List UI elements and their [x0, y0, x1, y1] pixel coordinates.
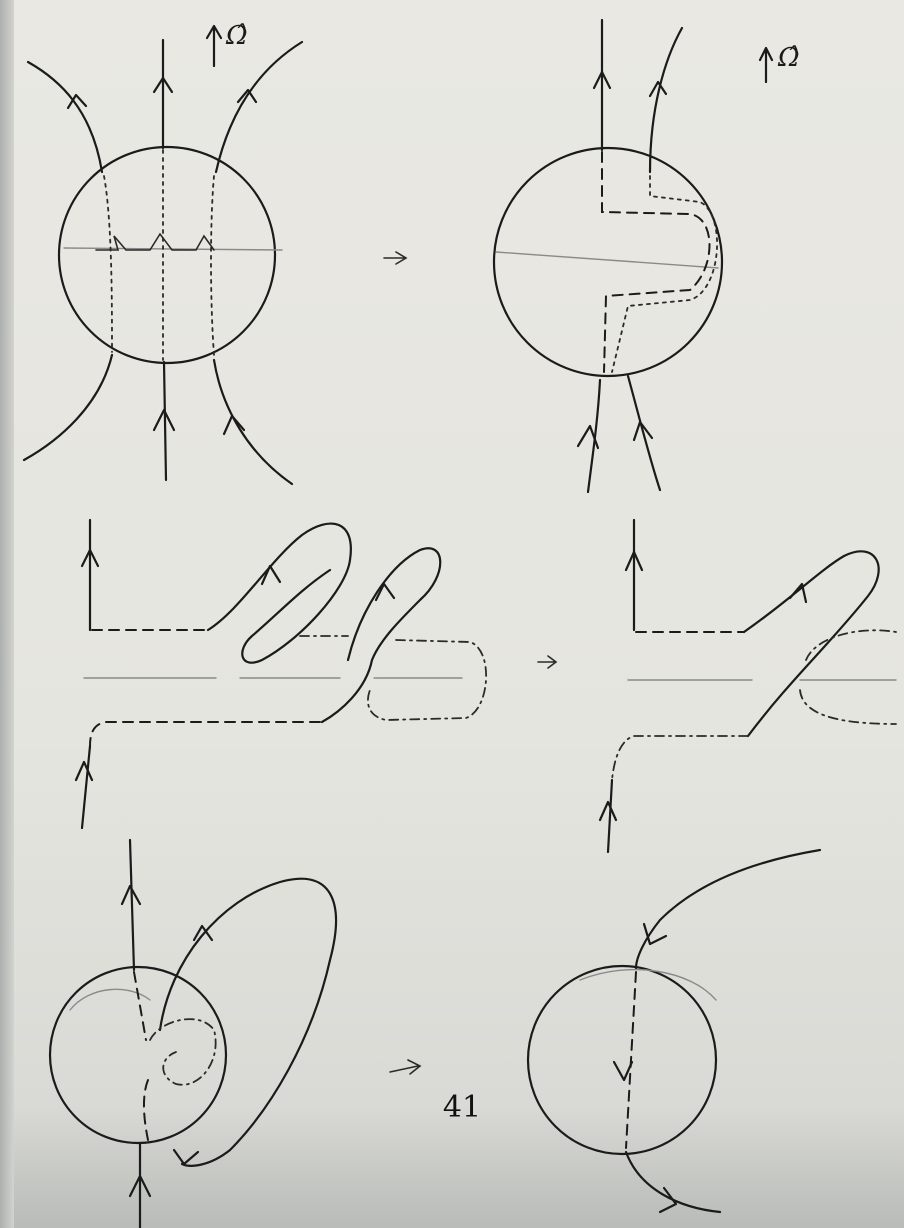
field-line-right-bottom: [214, 360, 292, 484]
sphere-outline: [59, 147, 275, 363]
arrowhead-icon: [660, 1188, 676, 1212]
inner-arrow-icon: [96, 234, 214, 250]
field-line-left-bottom: [24, 355, 112, 460]
loop-one: [208, 524, 351, 663]
field-line-dashed: [134, 972, 146, 1040]
rotation-label: Ω̂: [225, 21, 248, 51]
field-line-up: [82, 746, 90, 828]
sphere-outline: [494, 148, 722, 376]
rotation-arrow-icon: [760, 48, 772, 82]
step-arrow-icon: [390, 1060, 420, 1074]
rotation-arrow-icon: [207, 26, 221, 66]
field-line-left-inside: [104, 176, 112, 352]
loop-dotted: [368, 640, 486, 720]
inner-pencil-arc: [580, 970, 716, 1000]
panel-sphere-field-before: Ω̂: [24, 21, 302, 484]
arrowhead-icon: [600, 802, 616, 820]
panel-sphere-loop-after: [528, 850, 820, 1212]
loop-dotted: [800, 690, 896, 724]
field-line-right-inside: [211, 176, 214, 355]
field-line-inner-top: [650, 28, 682, 172]
field-line-center-bottom: [164, 362, 166, 480]
arrowhead-icon: [790, 584, 806, 602]
panel-sphere-loop-before: [50, 840, 336, 1228]
field-line-up: [608, 780, 612, 852]
panel-loops-before: [76, 520, 486, 828]
field-line-up: [130, 840, 134, 970]
sphere-outline: [528, 966, 716, 1154]
inner-knot: [150, 1019, 216, 1085]
field-line-inner-dotted: [612, 176, 717, 372]
step-arrow-icon: [538, 656, 556, 668]
field-line-left-top: [28, 62, 102, 172]
field-line-incoming: [636, 850, 820, 968]
panel-loops-after: [600, 520, 896, 852]
rotation-label: Ω̂: [777, 43, 800, 73]
loop-dotted: [806, 630, 896, 660]
arrowhead-icon: [262, 566, 280, 584]
panel-sphere-field-after: Ω̂: [494, 20, 800, 492]
field-line-right-top: [216, 42, 302, 172]
field-line-inner-bottom: [628, 376, 660, 490]
arrowhead-icon: [174, 1150, 198, 1164]
equator-line: [496, 252, 718, 268]
page-number: 41: [0, 1090, 904, 1125]
field-line-dotted: [612, 736, 748, 780]
field-line-outgoing: [626, 1152, 720, 1212]
loop-two: [322, 548, 440, 722]
arrowhead-icon: [76, 762, 92, 780]
field-line-dashed: [90, 722, 320, 746]
arrowhead-icon: [376, 584, 394, 600]
step-arrow-icon: [384, 252, 406, 264]
